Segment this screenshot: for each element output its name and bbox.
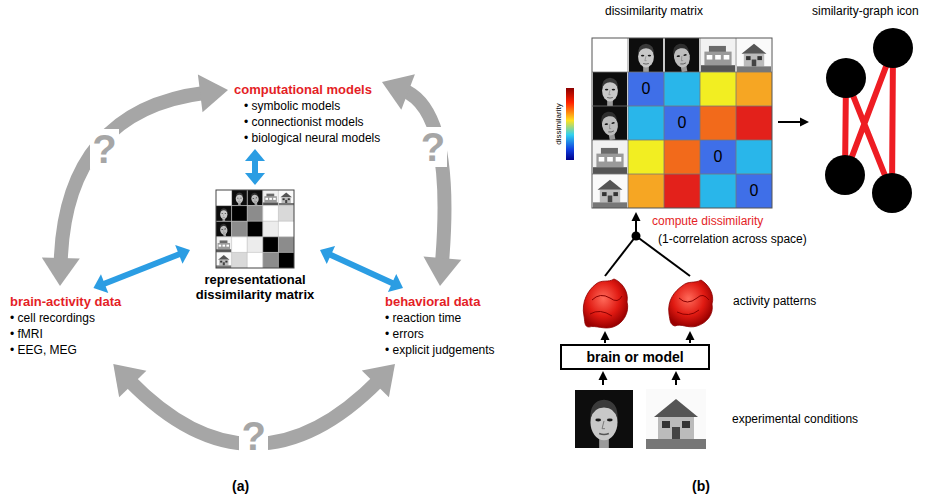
stimulus-images [575, 389, 706, 449]
connector [778, 118, 809, 127]
pattern-node: activity patterns [575, 274, 816, 330]
node-text: activity patterns [733, 294, 816, 308]
connector-line [778, 121, 802, 123]
arrow-head [382, 74, 415, 109]
connector [320, 246, 403, 292]
node-text: representational dissimilarity matrix [190, 272, 320, 302]
cell-value: 0 [664, 114, 700, 132]
bullet-text: • connectionist models [234, 114, 380, 130]
connector-line [252, 159, 258, 176]
colorbar-label: dissimilarity [554, 94, 564, 154]
arrow-head [245, 173, 265, 185]
arrow-head [672, 371, 681, 380]
question-mark: ? [419, 127, 447, 167]
activity-patterns [583, 279, 712, 328]
connector-line [61, 93, 206, 264]
rdm-node: representational dissimilarity matrix [190, 188, 320, 302]
bullet-text: • fMRI [10, 326, 121, 342]
node-text: dissimilarity matrix [605, 4, 775, 18]
bullet-text: • errors [385, 326, 495, 342]
connector-line [635, 219, 637, 236]
arrow-head [113, 364, 146, 397]
node-text: similarity-graph icon [812, 4, 919, 18]
connector [245, 149, 265, 185]
arrow-head [388, 274, 403, 292]
connector [599, 371, 681, 385]
formula-note: (1-correlation across space) [658, 232, 807, 246]
process-box: brain or model [560, 344, 710, 370]
connector-line [605, 236, 636, 276]
panel-label: (b) [692, 478, 710, 494]
arrow-head [601, 331, 610, 340]
node-text: behavioral data [385, 293, 480, 310]
connector [93, 245, 190, 293]
arrow-head [362, 364, 395, 397]
node-text: brain or model [586, 349, 683, 365]
cell-value: 0 [700, 148, 736, 166]
connector [601, 331, 695, 343]
node-text: experimental conditions [732, 412, 858, 426]
color-bar [566, 88, 574, 160]
arrow-head [686, 331, 695, 340]
arrow-head [423, 256, 461, 286]
connector-line [329, 254, 395, 284]
cell-value: 0 [736, 182, 772, 200]
question-mark: ? [90, 129, 118, 169]
node-text: brain-activity data [10, 293, 121, 310]
bullet-text: • symbolic models [234, 98, 380, 114]
node-text: computational models [234, 81, 372, 98]
arrow-head [599, 371, 608, 380]
arrow-head [175, 245, 190, 264]
question-mark: ? [239, 416, 267, 456]
stimulus-node: experimental conditions [572, 386, 858, 450]
graph-node: similarity-graph icon [812, 4, 919, 218]
bullet-text: • EEG, MEG [10, 342, 121, 358]
arrow-head [800, 118, 809, 127]
arrow-head [42, 257, 80, 286]
dissimilarity-matrix [592, 38, 772, 208]
bullet-text: • biological neural models [234, 130, 380, 146]
arrow-head [632, 212, 641, 221]
text-group: computational models• symbolic models• c… [234, 80, 380, 146]
bullet-text: • reaction time [385, 310, 495, 326]
rdm-icon [216, 190, 294, 268]
text-group: behavioral data• reaction time• errors• … [385, 292, 495, 358]
arrow-head [320, 246, 335, 264]
connector-line [102, 254, 181, 285]
bullet-text: • explicit judgements [385, 342, 495, 358]
text-group: brain-activity data• cell recordings• fM… [10, 292, 121, 358]
similarity-graph [825, 28, 913, 213]
connector [382, 74, 461, 286]
edge-label: compute dissimilarity [652, 214, 763, 228]
matrix-node: dissimilarity matrix [585, 4, 775, 210]
connector-line [403, 90, 445, 264]
arrow-head [198, 75, 228, 113]
panel-label: (a) [232, 478, 249, 494]
bullet-text: • cell recordings [10, 310, 121, 326]
connector [42, 75, 228, 286]
cell-value: 0 [628, 80, 664, 98]
arrow-head [93, 274, 108, 293]
arrow-head [245, 149, 265, 161]
